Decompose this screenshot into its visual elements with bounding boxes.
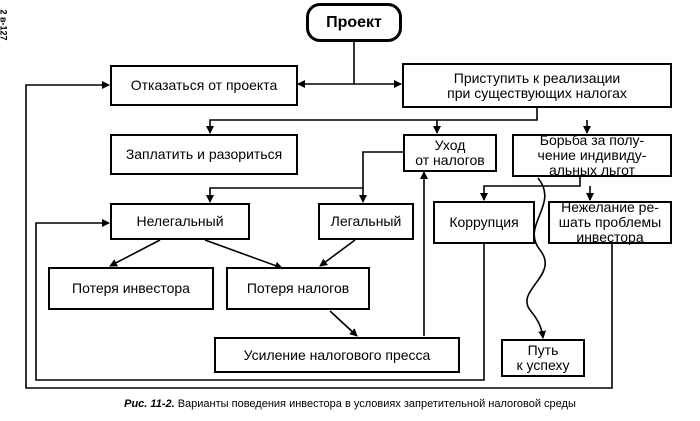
node-success: Путь к успеху	[501, 339, 585, 377]
edge-illegal-investor	[109, 239, 161, 267]
node-tax-pressure: Усиление налогового пресса	[214, 337, 460, 373]
node-tax-loss: Потеря налогов	[226, 267, 370, 310]
edge-benefits-split	[480, 177, 581, 201]
node-abandon: Отказаться от проекта	[110, 65, 298, 106]
caption-label: Рис. 11-2.	[124, 398, 175, 410]
figure-caption: Рис. 11-2. Варианты поведения инвестора …	[0, 398, 700, 410]
caption-text: Варианты поведения инвестора в условиях …	[177, 398, 576, 410]
node-illegal: Нелегальный	[110, 203, 250, 240]
node-tax-avoid: Уход от налогов	[403, 134, 497, 172]
edge-corruption-loop	[35, 219, 485, 381]
edge-unwilling-loop	[25, 81, 613, 389]
edge-legal-tax	[319, 239, 356, 267]
edge-project-abandon	[297, 42, 355, 88]
node-project: Проект	[306, 3, 402, 42]
edge-proceed-split	[206, 108, 538, 134]
node-investor-loss: Потеря инвестора	[48, 267, 214, 310]
node-unwilling: Нежелание ре- шать проблемы инвестора	[548, 200, 672, 245]
edge-tax-pressure	[329, 310, 358, 337]
node-proceed: Приступить к реализации при существующих…	[402, 63, 672, 108]
node-corruption: Коррупция	[433, 201, 535, 244]
node-pay-ruin: Заплатить и разориться	[110, 134, 298, 175]
edge-illegal-tax	[204, 239, 283, 270]
node-benefits: Борьба за полу- чение индивиду- альных л…	[512, 133, 672, 178]
node-legal: Легальный	[318, 203, 414, 240]
edge-wavy-success	[526, 177, 547, 339]
